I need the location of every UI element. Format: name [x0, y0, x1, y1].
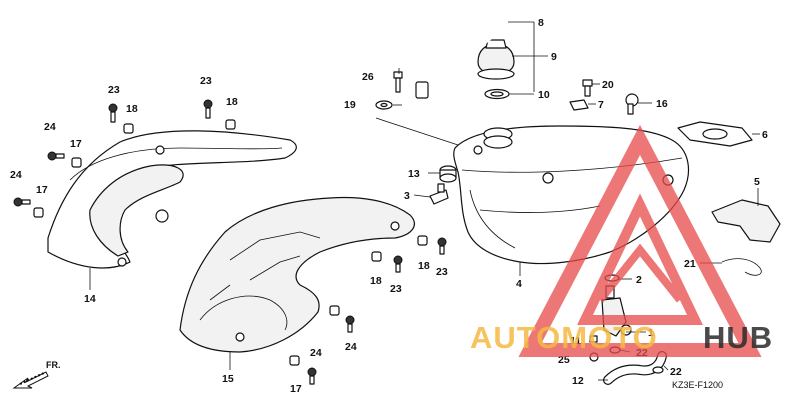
collar-part-3 — [429, 183, 449, 205]
grommet-part-13 — [439, 165, 457, 183]
collar-part-17-b — [33, 207, 44, 218]
callout-23-c: 23 — [436, 266, 448, 278]
callout-2: 2 — [636, 274, 642, 286]
callout-18-d: 18 — [418, 260, 430, 272]
callout-18-b: 18 — [226, 96, 238, 108]
callout-17-c: 17 — [290, 383, 302, 395]
callout-10: 10 — [538, 89, 550, 101]
watermark-text-right: HUB — [703, 320, 773, 355]
washer-part-19 — [375, 100, 393, 110]
callout-13: 13 — [408, 168, 420, 180]
bolt-part-16 — [625, 93, 639, 115]
callout-17-b: 17 — [36, 184, 48, 196]
bolt-part-23-a — [108, 103, 118, 123]
callout-14: 14 — [84, 293, 96, 305]
fuel-hose-part-12 — [603, 351, 667, 385]
bolt-part-24-b — [13, 197, 31, 207]
callout-6: 6 — [762, 129, 768, 141]
callout-3: 3 — [404, 190, 410, 202]
collar-part-18-c — [371, 251, 382, 262]
callout-20: 20 — [602, 79, 614, 91]
callout-24-b: 24 — [10, 169, 22, 181]
front-marker-label: FR. — [46, 360, 61, 370]
callout-23-d: 23 — [390, 283, 402, 295]
left-shroud-part-14 — [47, 130, 297, 269]
callout-24-c: 24 — [345, 341, 357, 353]
callout-7: 7 — [598, 99, 604, 111]
bolt-part-23-c — [393, 255, 403, 273]
callout-8: 8 — [538, 17, 544, 29]
watermark-text-left: AUTOMOTO — [470, 320, 658, 355]
bolt-part-24-d — [307, 367, 317, 385]
collar-part-7 — [569, 99, 589, 111]
collar-part-18-a — [123, 123, 134, 134]
bracket-part-5 — [711, 199, 781, 243]
breather-tube-part-8 — [415, 13, 508, 99]
front-direction-arrow-icon — [12, 371, 49, 389]
callout-23-b: 23 — [200, 75, 212, 87]
callout-17-a: 17 — [70, 138, 82, 150]
reference-code: KZ3E-F1200 — [672, 380, 723, 390]
bolt-part-26 — [393, 71, 403, 93]
callout-4: 4 — [516, 278, 522, 290]
callout-26: 26 — [362, 71, 374, 83]
callout-16: 16 — [656, 98, 668, 110]
callout-23-a: 23 — [108, 84, 120, 96]
watermark-logo — [518, 124, 762, 357]
callout-18-c: 18 — [370, 275, 382, 287]
bolt-part-23-d — [437, 237, 447, 255]
side-cover-part-15 — [179, 196, 415, 353]
bolt-part-11 — [589, 335, 598, 343]
fuel-cap-part-9 — [477, 39, 515, 80]
bracket-part-6 — [677, 121, 753, 147]
collar-part-18-b — [225, 119, 236, 130]
callout-24-a: 24 — [44, 121, 56, 133]
callout-21: 21 — [684, 258, 696, 270]
collar-part-18-d — [417, 235, 428, 246]
clip-part-21 — [721, 258, 762, 276]
callout-11: 11 — [570, 335, 581, 347]
bolt-part-24-a — [47, 151, 65, 161]
callout-5: 5 — [754, 176, 760, 188]
collar-part-17-c — [329, 305, 340, 316]
callout-24-d: 24 — [310, 347, 322, 359]
callout-18-a: 18 — [126, 103, 138, 115]
bolt-part-24-c — [345, 315, 355, 333]
callout-1: 1 — [648, 327, 654, 339]
callout-9: 9 — [551, 51, 557, 63]
collar-part-17-d — [289, 355, 300, 366]
callout-25: 25 — [558, 354, 570, 366]
cap-gasket-part-10 — [484, 88, 510, 100]
callout-19: 19 — [344, 99, 356, 111]
bolt-part-20 — [582, 79, 593, 97]
bolt-part-23-b — [203, 99, 213, 119]
callout-15: 15 — [222, 373, 234, 385]
collar-part-17-a — [71, 157, 82, 168]
callout-12: 12 — [572, 375, 584, 387]
callout-22-b: 22 — [670, 366, 682, 378]
